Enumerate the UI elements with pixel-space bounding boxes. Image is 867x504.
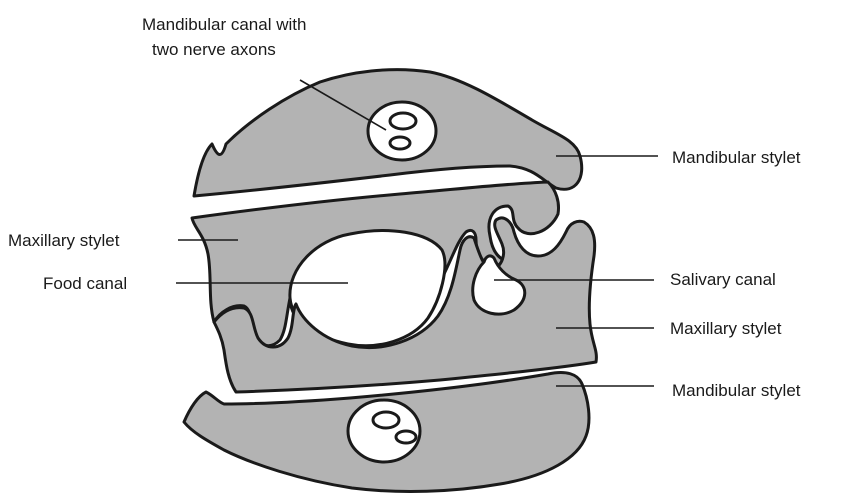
leader-mandibular-canal: [299, 79, 387, 131]
mandibular-canal-lower: [346, 398, 422, 464]
mandibular-canal-upper: [366, 100, 438, 162]
label-mandibular-stylet-top: Mandibular stylet: [672, 148, 801, 167]
label-salivary-canal: Salivary canal: [670, 270, 776, 289]
label-mandibular-canal-line2: two nerve axons: [152, 40, 276, 59]
nerve-axon-upper-2: [388, 135, 412, 151]
maxillary-stylet-right: [212, 216, 598, 394]
label-maxillary-stylet-right: Maxillary stylet: [670, 319, 782, 338]
nerve-axon-lower-2: [394, 429, 418, 445]
salivary-canal: [471, 254, 527, 316]
nerve-axon-upper-1: [388, 111, 418, 131]
label-mandibular-canal-line1: Mandibular canal with: [142, 15, 307, 34]
nerve-axon-lower-1: [371, 410, 401, 430]
label-maxillary-stylet-left: Maxillary stylet: [8, 231, 120, 250]
label-food-canal: Food canal: [43, 274, 128, 293]
label-mandibular-stylet-bottom: Mandibular stylet: [672, 381, 801, 400]
